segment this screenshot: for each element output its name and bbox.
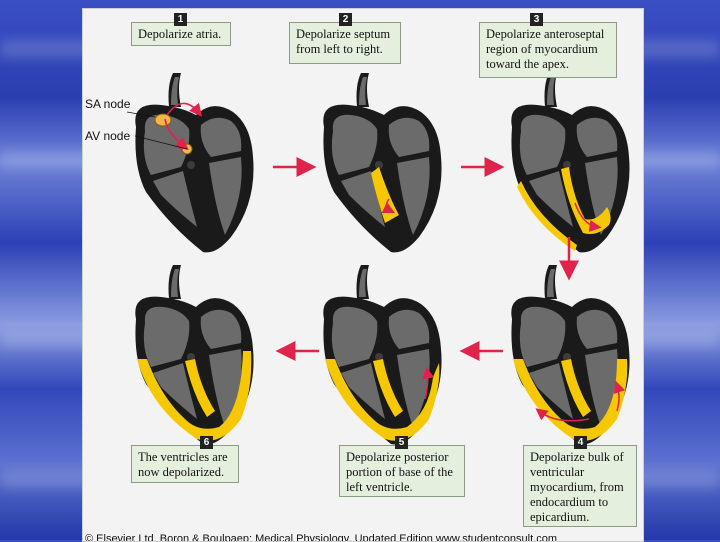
step-number: 3 bbox=[530, 13, 543, 26]
step-number: 1 bbox=[174, 13, 187, 26]
step-number: 5 bbox=[395, 436, 408, 449]
step-3-box: 3 Depolarize anteroseptal region of myoc… bbox=[479, 13, 617, 78]
copyright-notice: © Elsevier Ltd. Boron & Boulpaep: Medica… bbox=[85, 533, 557, 542]
step-6-box: 6 The ventricles are now depolarized. bbox=[131, 436, 239, 483]
heart-depolarization-diagram bbox=[126, 73, 630, 445]
step-3-text: Depolarize anteroseptal region of myocar… bbox=[486, 27, 605, 71]
step-1-text: Depolarize atria. bbox=[138, 27, 222, 41]
step-5-box: 5 Depolarize posterior portion of base o… bbox=[339, 436, 465, 497]
step-1-box: 1 Depolarize atria. bbox=[131, 13, 231, 46]
heart-step-5 bbox=[323, 265, 442, 445]
step-4-text: Depolarize bulk of ventricular myocardiu… bbox=[530, 450, 624, 524]
step-6-text: The ventricles are now depolarized. bbox=[138, 450, 228, 479]
heart-step-2 bbox=[323, 73, 442, 253]
av-node-label: AV node bbox=[85, 129, 131, 143]
step-2-text: Depolarize septum from left to right. bbox=[296, 27, 391, 56]
sa-node-label: SA node bbox=[85, 97, 131, 111]
sa-node-icon bbox=[154, 113, 172, 127]
step-number: 4 bbox=[574, 436, 587, 449]
heart-step-4 bbox=[511, 265, 630, 445]
figure-panel: SA node AV node 1 Depolarize atria. 2 De… bbox=[82, 8, 644, 542]
step-number: 2 bbox=[339, 13, 352, 26]
step-2-box: 2 Depolarize septum from left to right. bbox=[289, 13, 401, 64]
heart-step-3 bbox=[511, 73, 630, 253]
step-5-text: Depolarize posterior portion of base of … bbox=[346, 450, 453, 494]
heart-step-1 bbox=[135, 73, 254, 253]
heart-step-6 bbox=[135, 265, 254, 445]
step-4-box: 4 Depolarize bulk of ventricular myocard… bbox=[523, 436, 637, 527]
step-number: 6 bbox=[200, 436, 213, 449]
